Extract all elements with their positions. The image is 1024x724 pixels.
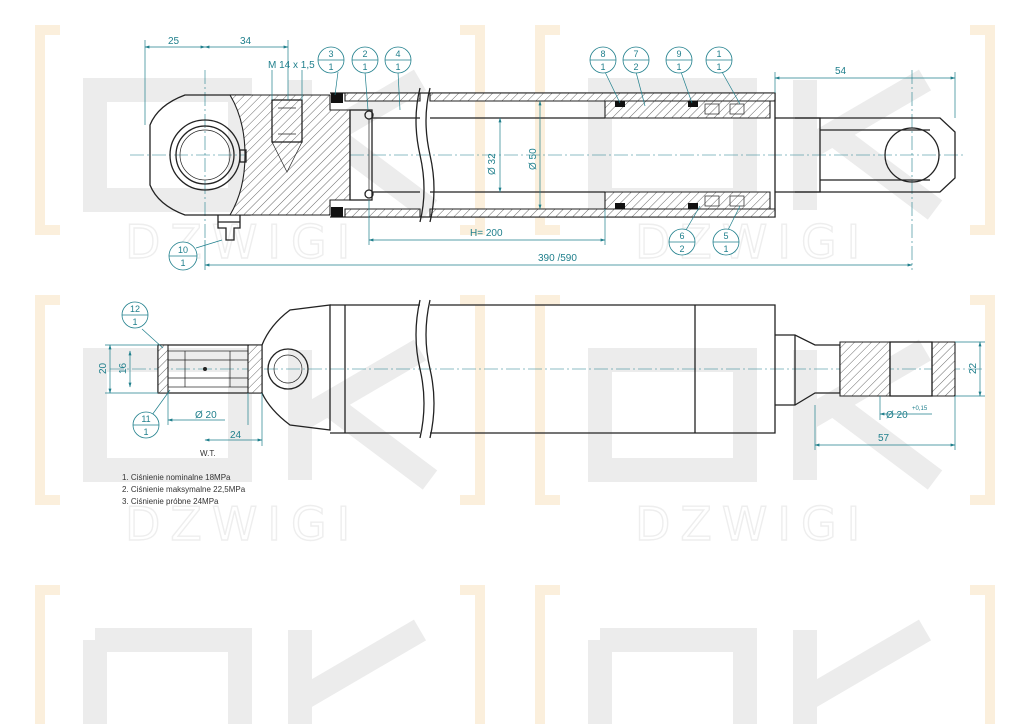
notes-block: W.T. 1. Ciśnienie nominalne 18MPa 2. Ciś… <box>122 449 246 506</box>
dim-54: 54 <box>835 66 847 77</box>
bottom-balloons: 121 111 <box>121 301 171 439</box>
top-balloons: 31 21 41 81 72 91 11 <box>168 46 741 271</box>
dim-57: 57 <box>878 433 890 444</box>
svg-text:1: 1 <box>723 244 728 254</box>
break-line-left <box>415 87 425 223</box>
rear-mount-bore <box>267 348 309 390</box>
svg-text:1: 1 <box>716 62 721 72</box>
svg-text:9: 9 <box>676 49 681 59</box>
svg-text:4: 4 <box>395 49 400 59</box>
thread-port <box>271 99 303 143</box>
svg-text:5: 5 <box>723 231 728 241</box>
rod-eye-section-right <box>931 341 956 397</box>
rod-eye-bore <box>884 127 940 183</box>
svg-text:1: 1 <box>132 317 137 327</box>
dim-thread: M 14 x 1,5 <box>268 60 315 71</box>
break-line-right <box>425 87 435 223</box>
top-section-view <box>130 70 965 270</box>
watermark-logo-middle-left: DZWIGI <box>35 295 485 552</box>
svg-text:12: 12 <box>130 304 140 314</box>
dim-stroke: H= 200 <box>470 228 503 239</box>
watermark-logo-middle-right: DZWIGI <box>535 295 995 552</box>
watermark-text-3: DZWIGI <box>125 497 360 551</box>
svg-text:11: 11 <box>141 414 150 424</box>
balloon-8: 81 <box>589 46 621 104</box>
note-1: 1. Ciśnienie nominalne 18MPa <box>122 473 231 482</box>
svg-text:1: 1 <box>600 62 605 72</box>
piston <box>349 109 373 201</box>
balloon-11: 111 <box>132 389 171 439</box>
rear-mount <box>261 304 331 431</box>
svg-text:1: 1 <box>395 62 400 72</box>
dim-16-height: 16 <box>118 362 129 374</box>
piston-rod-exterior <box>775 117 821 193</box>
dim-tolerance: +0,15 <box>912 406 928 412</box>
svg-text:2: 2 <box>679 244 684 254</box>
watermark-logo-bottom-right <box>535 585 995 724</box>
balloon-4: 41 <box>384 46 412 111</box>
balloon-6: 62 <box>668 205 701 256</box>
svg-text:8: 8 <box>600 49 605 59</box>
dim-diameter-20-left: Ø 20 <box>195 410 217 421</box>
dim-22: 22 <box>968 362 979 374</box>
rod-eye <box>795 117 956 193</box>
note-2: 2. Ciśnienie maksymalne 22,5MPa <box>122 485 246 494</box>
svg-text:1: 1 <box>143 427 148 437</box>
balloon-3: 31 <box>317 46 345 96</box>
dim-diameter-20-right: Ø 20 <box>886 410 908 421</box>
svg-text:10: 10 <box>178 245 188 255</box>
balloon-9: 91 <box>665 46 693 104</box>
balloon-7: 72 <box>622 46 650 107</box>
svg-text:3: 3 <box>328 49 333 59</box>
rear-head-section <box>229 94 351 216</box>
gland-section-bottom <box>604 191 771 210</box>
dim-20-height: 20 <box>98 362 109 374</box>
watermark-logo-top-right: DZWIGI <box>535 25 995 270</box>
svg-text:1: 1 <box>716 49 721 59</box>
svg-text:1: 1 <box>328 62 333 72</box>
dim-diameter-50: Ø 50 <box>528 148 539 170</box>
svg-text:7: 7 <box>633 49 638 59</box>
svg-text:2: 2 <box>633 62 638 72</box>
svg-text:2: 2 <box>362 49 367 59</box>
dim-34: 34 <box>240 36 252 47</box>
balloon-10: 101 <box>168 239 223 271</box>
svg-text:1: 1 <box>180 258 185 268</box>
balloon-5: 51 <box>712 205 741 256</box>
watermark-logo-bottom-left <box>35 585 485 724</box>
balloon-1: 11 <box>705 46 741 105</box>
dim-overall-length: 390 /590 <box>538 253 577 264</box>
balloon-2: 21 <box>351 46 379 111</box>
rear-eye-outline <box>149 94 251 216</box>
dim-diameter-32: Ø 32 <box>487 153 498 175</box>
bottom-side-view <box>110 299 985 439</box>
watermark-text-1: DZWIGI <box>125 215 360 269</box>
bottom-dimensions: 20 16 Ø 20 24 Ø 20 +0,15 57 22 <box>98 341 985 450</box>
watermark-text-4: DZWIGI <box>635 497 870 551</box>
svg-text:6: 6 <box>679 231 684 241</box>
balloon-12: 121 <box>121 301 164 349</box>
dim-25: 25 <box>168 36 180 47</box>
svg-text:1: 1 <box>676 62 681 72</box>
note-3: 3. Ciśnienie próbne 24MPa <box>122 497 219 506</box>
svg-text:1: 1 <box>362 62 367 72</box>
grease-nipple <box>217 215 241 241</box>
dim-24: 24 <box>230 430 242 441</box>
label-wt: W.T. <box>200 449 216 458</box>
rod-eye-section-left <box>839 341 891 397</box>
gland-section-top <box>604 100 771 119</box>
